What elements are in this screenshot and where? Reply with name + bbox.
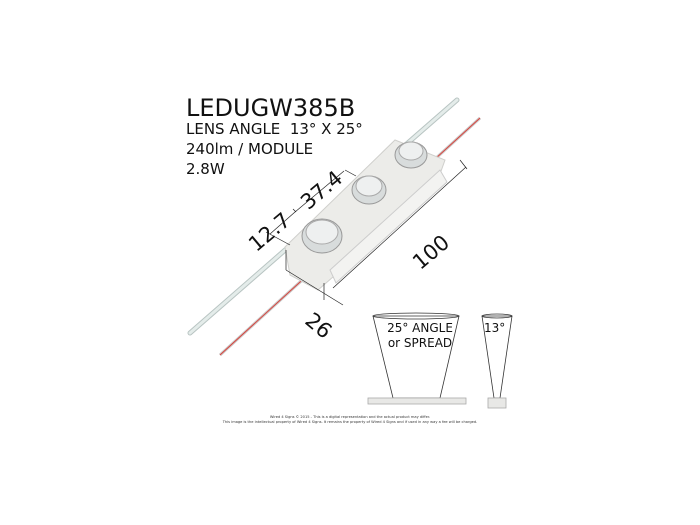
narrow-beam-label: 13°: [484, 321, 506, 335]
dimension-lines: [265, 159, 468, 306]
wide-beam-label: 25° ANGLE or SPREAD: [387, 321, 453, 350]
beam-diagram-13: [481, 313, 513, 409]
copyright-line: Wired 4 Signs © 2015 - This is a digital…: [269, 415, 431, 419]
lens-angle-spec: LENS ANGLE 13° X 25°: [186, 120, 363, 138]
model-number: LEDUGW385B: [186, 94, 356, 122]
beam-diagram-25: [367, 312, 467, 405]
lenses: [301, 141, 428, 254]
power-spec: 2.8W: [186, 160, 225, 178]
lumen-spec: 240lm / MODULE: [186, 140, 314, 158]
ip-notice: This image is the intellectual property …: [222, 420, 478, 424]
